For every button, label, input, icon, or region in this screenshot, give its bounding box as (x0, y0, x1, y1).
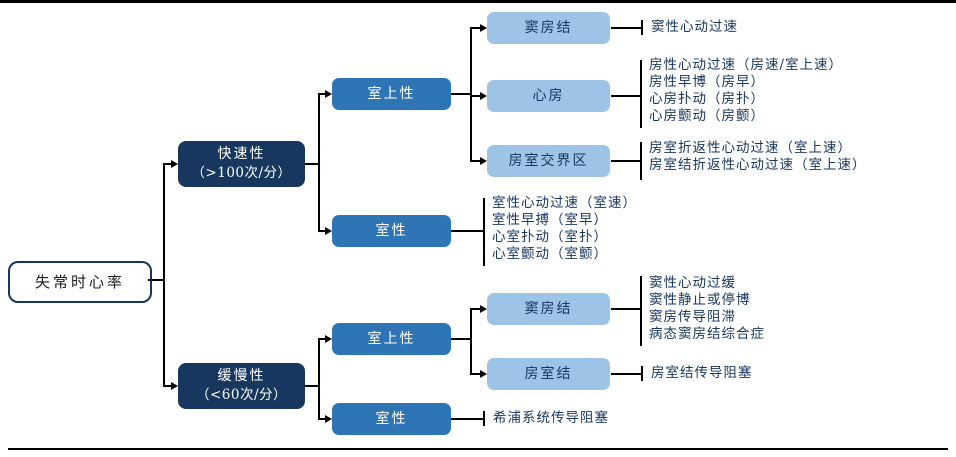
node-atrium: 心房 (487, 80, 610, 112)
node-label: 房室结 (524, 365, 573, 382)
arrowhead-av-node (480, 370, 487, 378)
leaf-item: 窦性静止或停博 (649, 292, 751, 308)
leaf-item: 心室颤动（室颤） (492, 246, 608, 262)
connector-fast-supra (451, 93, 471, 95)
arrowhead-av-junction (480, 157, 487, 165)
node-sinus-node-fast: 窦房结 (487, 12, 610, 44)
connector-slow-supra (451, 338, 471, 340)
node-slow-criteria: （<60次/分） (195, 387, 288, 403)
connector-to-av-node (471, 373, 481, 375)
leaf-item: 病态窦房结综合症 (649, 326, 765, 342)
connector-to-fast-vent (319, 230, 326, 232)
leafbar-sinus-slow (640, 276, 642, 346)
node-fast: 快速性 （>100次/分） (178, 141, 305, 187)
leaf-item: 房性早博（房早） (649, 74, 765, 90)
leaf-item: 房室结传导阻塞 (651, 365, 753, 381)
connector-to-slow (164, 385, 172, 387)
node-label: 窦房结 (524, 19, 573, 36)
node-label: 房室交界区 (508, 152, 589, 169)
leaf-item: 窦房传导阻滞 (649, 309, 736, 325)
root-node: 失常时心率 (8, 261, 152, 303)
node-label: 室上性 (367, 85, 416, 102)
connector-slow-supra-vertical (470, 308, 472, 375)
connector-root-vertical (163, 163, 165, 387)
node-fast-supraventricular: 室上性 (332, 78, 451, 110)
connector-to-sinus-fast (471, 27, 481, 29)
connector-root (148, 279, 164, 281)
node-av-junction: 房室交界区 (487, 145, 610, 177)
leaf-group-fast-ventricular: 室性心动过速（室速） 室性早搏（室早） 心室扑动（室扑） 心室颤动（室颤） (492, 195, 637, 263)
leaf-item: 房室结折返性心动过速（室上速） (649, 157, 867, 173)
connector-fast-supra-vertical (470, 27, 472, 162)
leaf-group-slow-ventricular: 希浦系统传导阻塞 (493, 410, 609, 427)
leaf-item: 心房颤动（房颤） (649, 108, 765, 124)
top-rule (0, 0, 956, 3)
connector-to-av-junction (471, 160, 481, 162)
connector-to-slow-vent (319, 418, 326, 420)
arrowhead-slow (171, 382, 178, 390)
leaf-item: 室性心动过速（室速） (492, 195, 637, 211)
arrowhead-atrium (480, 92, 487, 100)
connector-fast-vertical (318, 93, 320, 232)
leaf-item: 窦性心动过缓 (649, 275, 736, 291)
leaf-group-av-junction: 房室折返性心动过速（室上速） 房室结折返性心动过速（室上速） (649, 140, 867, 174)
leaf-group-atrium: 房性心动过速（房速/室上速） 房性早博（房早） 心房扑动（房扑） 心房颤动（房颤… (649, 57, 843, 125)
leafline-sinus-slow (611, 308, 641, 310)
arrowhead-fast-supra (325, 90, 332, 98)
connector-to-slow-supra (319, 338, 326, 340)
node-label: 心房 (532, 87, 565, 104)
leaf-group-av-node: 房室结传导阻塞 (651, 365, 753, 382)
connector-to-fast-supra (319, 93, 326, 95)
leafline-av-node (611, 373, 641, 375)
leafline-fast-vent (451, 230, 484, 232)
node-label: 室性 (375, 222, 408, 239)
leafbar-atrium (640, 60, 642, 128)
connector-slow (305, 385, 319, 387)
leaftick-sinus-fast (641, 20, 643, 35)
leaf-item: 窦性心动过速 (651, 19, 738, 35)
leaftick-av-node (641, 366, 643, 381)
node-av-node: 房室结 (487, 358, 610, 390)
leaf-item: 房性心动过速（房速/室上速） (649, 57, 844, 73)
connector-to-sinus-slow (471, 308, 481, 310)
leafbar-fast-vent (483, 198, 485, 266)
arrowhead-fast (171, 160, 178, 168)
connector-slow-vertical (318, 338, 320, 420)
arrowhead-sinus-fast (480, 24, 487, 32)
node-slow-label: 缓慢性 (217, 368, 266, 384)
leafline-slow-vent (451, 418, 484, 420)
node-label: 室性 (375, 410, 408, 427)
node-slow: 缓慢性 （<60次/分） (178, 363, 305, 409)
node-sinus-node-slow: 窦房结 (487, 293, 610, 325)
node-label: 室上性 (367, 330, 416, 347)
arrowhead-fast-vent (325, 227, 332, 235)
node-fast-label: 快速性 (217, 146, 266, 162)
leaftick-slow-vent (483, 411, 485, 426)
leaf-item: 房室折返性心动过速（室上速） (649, 140, 852, 156)
node-slow-ventricular: 室性 (332, 403, 451, 435)
arrowhead-slow-supra (325, 335, 332, 343)
leafline-atrium (611, 95, 641, 97)
node-label: 窦房结 (524, 300, 573, 317)
node-slow-supraventricular: 室上性 (332, 323, 451, 355)
leafline-av-junction (611, 160, 641, 162)
connector-fast (305, 163, 319, 165)
leaf-group-sinus-fast: 窦性心动过速 (651, 19, 738, 36)
leaf-item: 室性早搏（室早） (492, 212, 608, 228)
node-fast-ventricular: 室性 (332, 215, 451, 247)
node-fast-criteria: （>100次/分） (191, 165, 292, 181)
connector-to-atrium (471, 95, 481, 97)
leaf-item: 心室扑动（室扑） (492, 229, 608, 245)
root-node-label: 失常时心率 (34, 272, 125, 291)
arrowhead-sinus-slow (480, 305, 487, 313)
leaf-group-sinus-slow: 窦性心动过缓 窦性静止或停博 窦房传导阻滞 病态窦房结综合症 (649, 275, 765, 343)
leaf-item: 希浦系统传导阻塞 (493, 410, 609, 426)
connector-to-fast (164, 163, 172, 165)
leafbar-av-junction (640, 142, 642, 180)
leafline-sinus-fast (611, 27, 641, 29)
arrowhead-slow-vent (325, 415, 332, 423)
bottom-rule (8, 448, 948, 450)
leaf-item: 心房扑动（房扑） (649, 91, 765, 107)
